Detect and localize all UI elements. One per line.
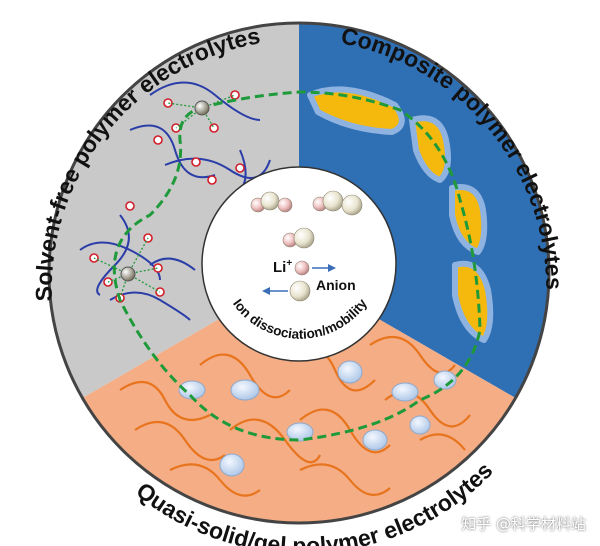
outer-ring xyxy=(47,21,551,525)
solvated-ion-hub xyxy=(194,100,210,116)
quasi-solid-sector xyxy=(82,273,516,523)
li-ion-marker xyxy=(294,260,310,276)
anion-marker xyxy=(289,280,311,302)
ceramic-fillers xyxy=(307,86,494,343)
watermark: 知乎 @科学材料站 xyxy=(461,515,586,533)
li-ion-arrow xyxy=(312,264,336,272)
coordination-bonds xyxy=(93,94,236,299)
anion-arrow xyxy=(262,287,288,295)
li-ion-label: Li+ xyxy=(273,258,292,276)
anion-label: Anion xyxy=(316,277,356,293)
li-ion-superscript: + xyxy=(286,258,292,269)
solvated-ion-hub xyxy=(120,266,136,282)
ion-pairs xyxy=(250,190,363,249)
solvent-droplets xyxy=(178,360,457,477)
ion-transport-path xyxy=(112,90,482,442)
